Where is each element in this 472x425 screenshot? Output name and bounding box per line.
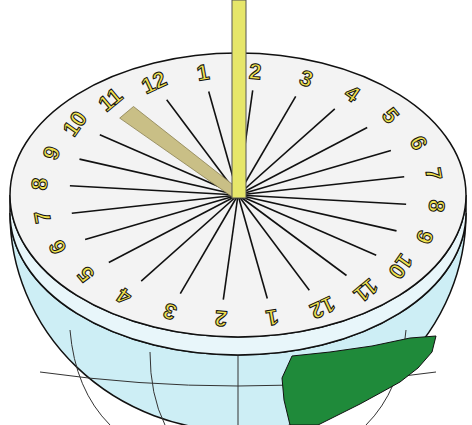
hour-number: 2 (214, 307, 228, 330)
hour-number: 8 (29, 177, 52, 191)
gnomon (232, 0, 246, 198)
hour-line (238, 195, 406, 204)
hour-line (72, 195, 238, 213)
hour-line (238, 128, 367, 196)
gnomon-shadow (120, 107, 242, 199)
hour-line (70, 186, 238, 195)
hour-number: 2 (248, 60, 262, 83)
hour-line (109, 195, 238, 263)
hour-line (238, 151, 391, 195)
hour-number: 8 (424, 199, 447, 213)
hour-line (238, 195, 347, 276)
hour-line (238, 177, 404, 195)
hour-line (223, 195, 238, 300)
hour-line (238, 195, 309, 290)
hour-line (238, 195, 267, 299)
hour-line (85, 195, 238, 239)
